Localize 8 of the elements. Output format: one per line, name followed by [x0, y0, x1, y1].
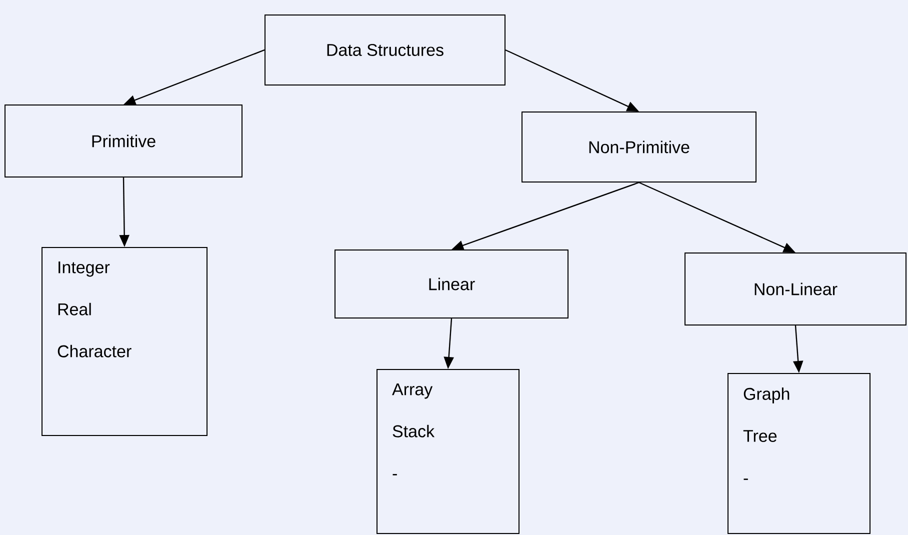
list-box: Integer Real Character: [42, 247, 208, 436]
category-box: Non-Primitive: [522, 112, 756, 182]
category-box: Data Structures: [264, 14, 506, 86]
list-box: Array Stack -: [376, 369, 520, 534]
category-box: Non-Linear: [684, 252, 906, 326]
category-box: Primitive: [4, 104, 242, 178]
list-box: Graph Tree -: [728, 372, 870, 534]
category-box: Linear: [334, 250, 568, 318]
